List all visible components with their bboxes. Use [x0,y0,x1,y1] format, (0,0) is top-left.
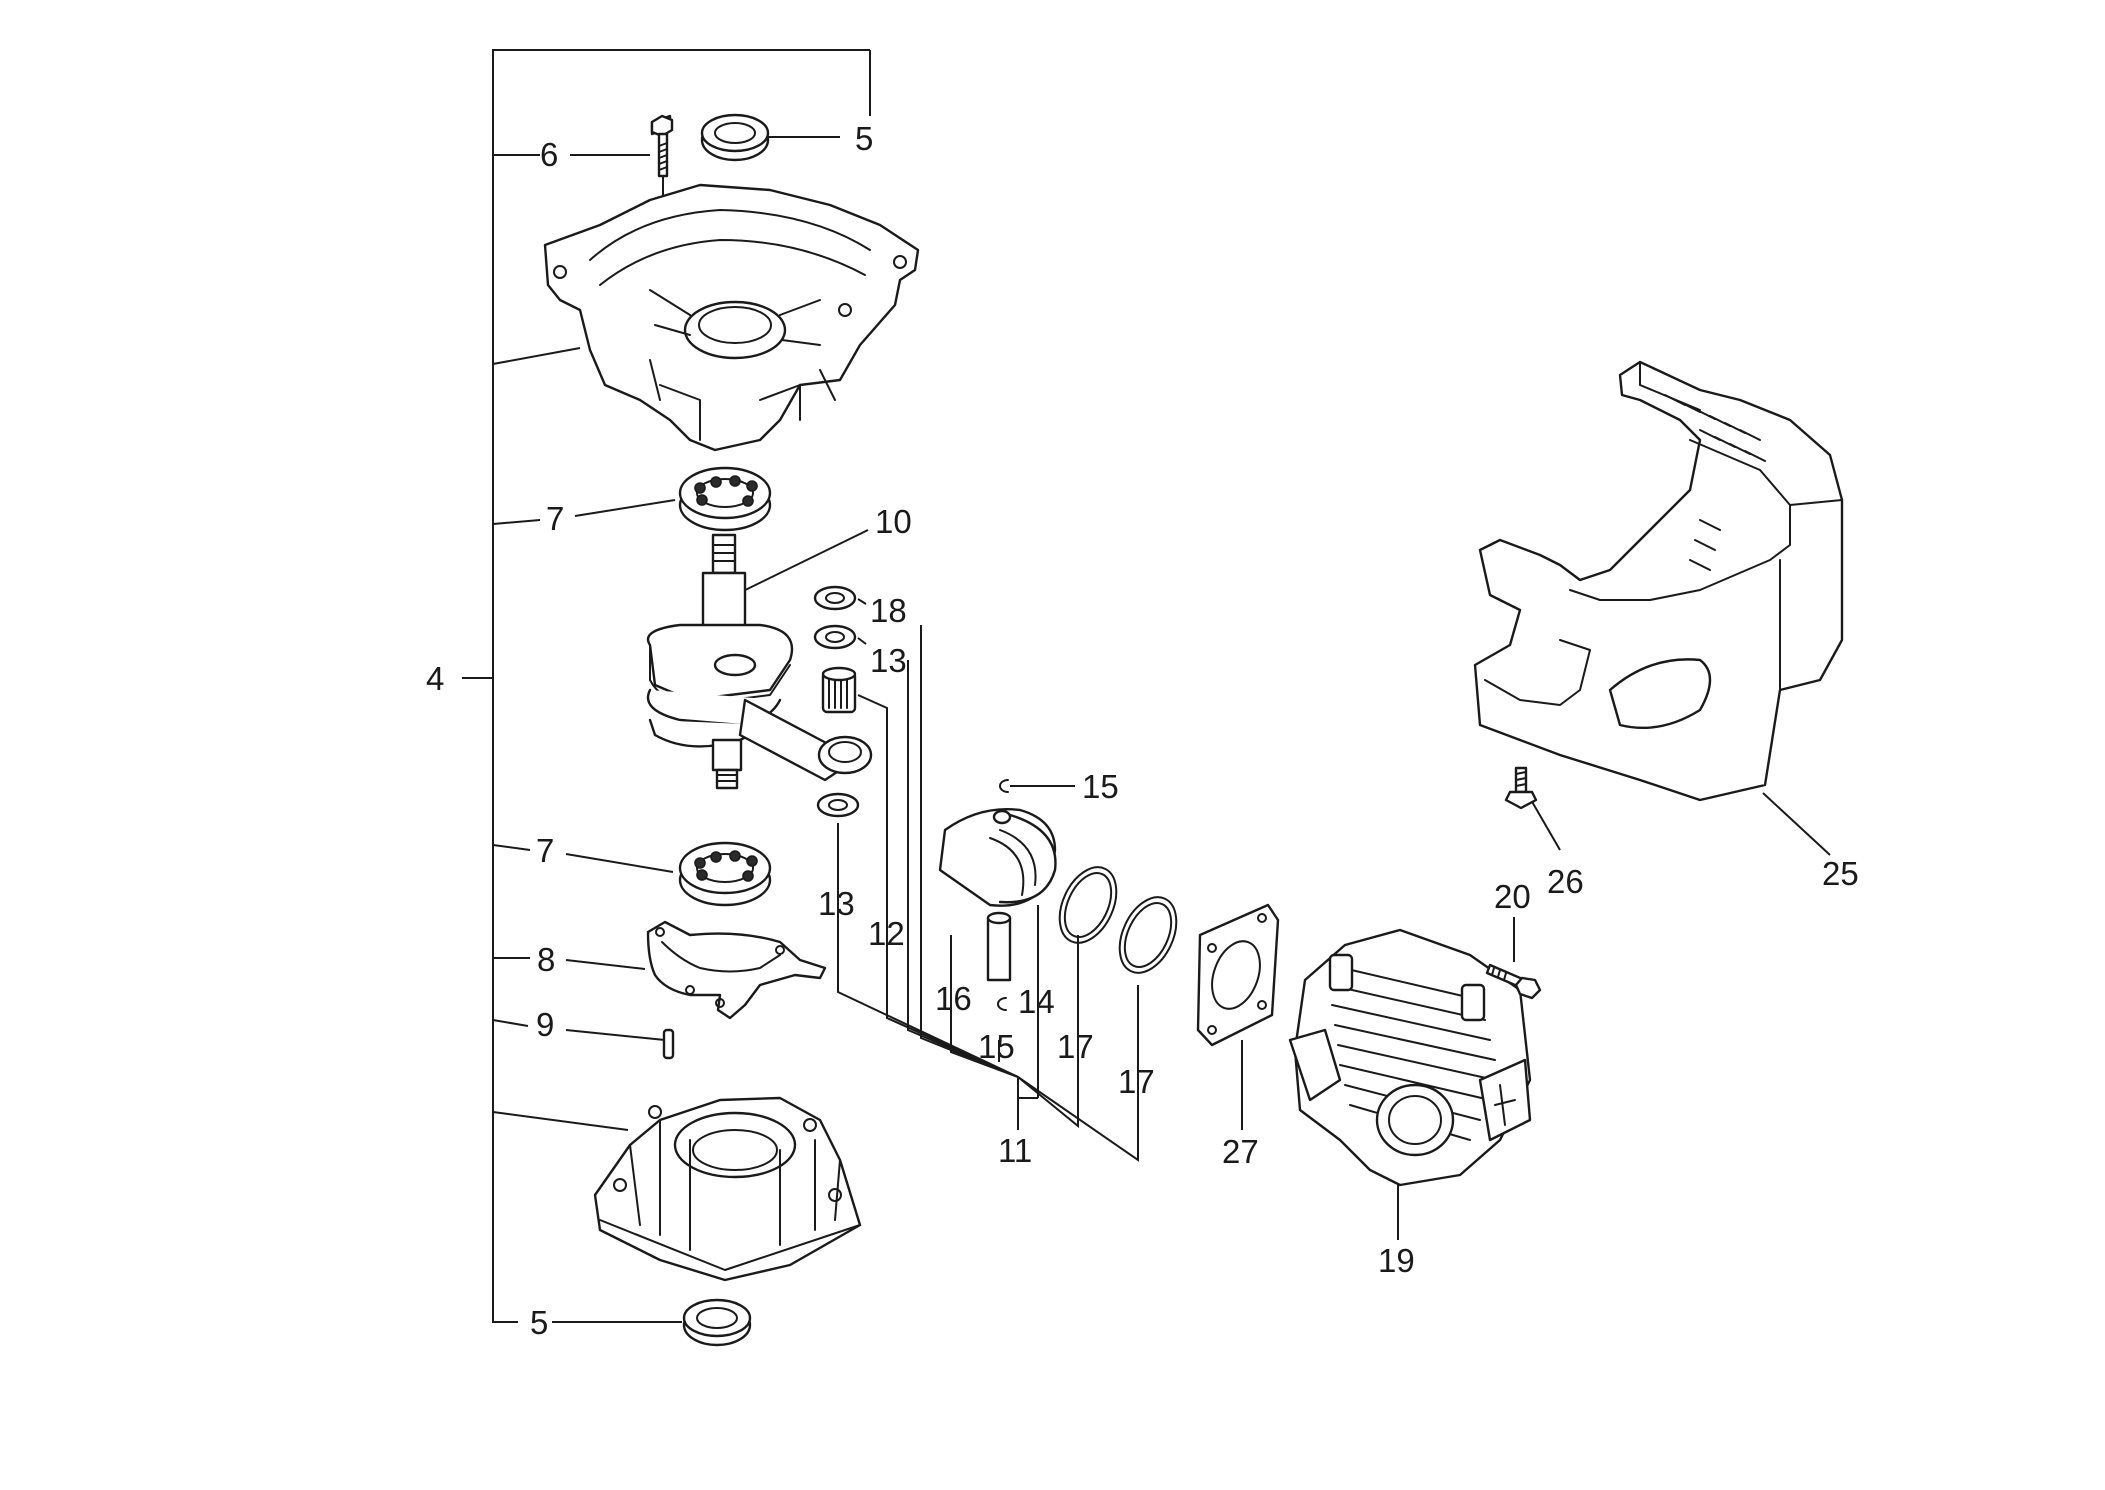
needle-bearing [821,666,857,714]
piston-pin [986,911,1012,982]
callout-4: 4 [426,660,444,697]
circlip-top [999,779,1009,793]
callout-5-top: 5 [855,120,873,157]
piston-ring-right [1118,896,1178,974]
piston [938,808,1057,907]
callout-15-top: 15 [1082,768,1119,805]
callout-27: 27 [1222,1133,1259,1170]
callout-labels: 4 5 6 7 10 18 13 15 7 8 9 13 12 16 14 15… [426,120,1859,1341]
crankshaft [646,533,873,790]
pin-9 [662,1028,675,1060]
washer-18 [813,585,857,611]
callout-5-bottom: 5 [530,1304,548,1341]
callout-14: 14 [1018,983,1055,1020]
callout-10: 10 [875,503,912,540]
circlip-bottom [997,997,1007,1011]
ball-bearing-top [678,466,772,532]
callout-20: 20 [1494,878,1531,915]
callout-17-right: 17 [1118,1063,1155,1100]
gasket-8 [646,920,827,1020]
oil-seal-top [700,113,770,162]
callout-11: 11 [998,1132,1032,1169]
bolt-6 [650,114,674,291]
bolt-20 [1485,963,1542,1000]
callout-19: 19 [1378,1242,1415,1279]
callout-13-top: 13 [870,642,907,679]
callout-9: 9 [536,1006,554,1043]
leader-lines [462,49,1831,1323]
callout-7-bottom: 7 [536,832,554,869]
washer-13-top [813,624,857,650]
crankcase-upper-half [543,183,920,452]
callout-13-bottom: 13 [818,885,855,922]
ball-bearing-bottom [678,841,772,907]
callout-18: 18 [870,592,907,629]
screw-26 [1504,766,1538,810]
cylinder-gasket [1196,903,1280,1047]
callout-17-left: 17 [1057,1028,1094,1065]
piston-ring-left [1058,866,1118,944]
callout-8: 8 [537,941,555,978]
crankcase-lower-half [593,1096,862,1282]
callout-16: 16 [935,980,972,1017]
callout-12: 12 [868,915,905,952]
cylinder-cover [1473,360,1844,802]
callout-26: 26 [1547,863,1584,900]
cylinder [1288,928,1532,1187]
oil-seal-bottom [682,1298,752,1347]
callout-15-bottom: 15 [978,1028,1015,1065]
callout-7-top: 7 [546,500,564,537]
washer-13-bottom [816,792,860,818]
callout-25: 25 [1822,855,1859,892]
callout-6: 6 [540,136,558,173]
